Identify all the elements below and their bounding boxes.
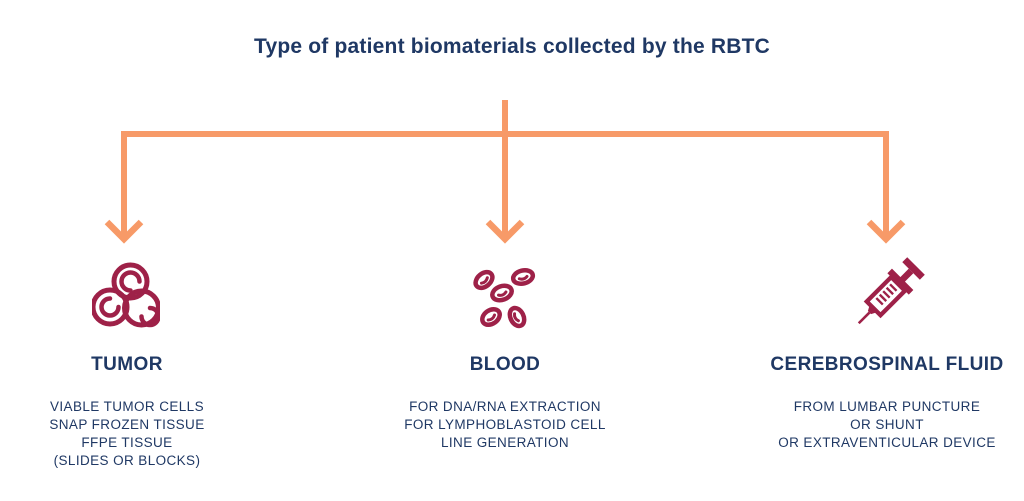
description-line: OR SHUNT xyxy=(850,417,924,432)
branch-blood: BLOOD FOR DNA/RNA EXTRACTION FOR LYMPHOB… xyxy=(394,354,616,452)
branch-blood-heading: BLOOD xyxy=(469,354,541,375)
branch-csf-heading: CEREBROSPINAL FLUID xyxy=(770,354,1004,375)
description-line: VIABLE TUMOR CELLS xyxy=(50,399,204,414)
branch-csf-description: FROM LUMBAR PUNCTURE OR SHUNT OR EXTRAVE… xyxy=(755,398,1019,452)
description-line: FFPE TISSUE xyxy=(81,435,173,450)
left-arrowhead-icon xyxy=(104,219,144,244)
syringe-icon xyxy=(857,257,925,325)
description-line: OR EXTRAVENTICULAR DEVICE xyxy=(778,435,996,450)
diagram-title: Type of patient biomaterials collected b… xyxy=(253,35,771,58)
description-line: SNAP FROZEN TISSUE xyxy=(49,417,205,432)
tumor-cells-icon xyxy=(92,262,160,328)
branch-tumor-heading: TUMOR xyxy=(91,354,163,375)
description-line: FOR DNA/RNA EXTRACTION xyxy=(409,399,601,414)
branch-blood-description: FOR DNA/RNA EXTRACTION FOR LYMPHOBLASTOI… xyxy=(394,398,616,452)
branch-cerebrospinal-fluid: CEREBROSPINAL FLUID FROM LUMBAR PUNCTURE… xyxy=(755,354,1019,452)
right-arrowhead-icon xyxy=(866,219,906,244)
description-line: (SLIDES OR BLOCKS) xyxy=(53,453,201,468)
blood-cells-icon xyxy=(473,267,536,329)
center-arrowhead-icon xyxy=(485,219,525,244)
description-line: FROM LUMBAR PUNCTURE xyxy=(793,399,981,414)
branch-tumor-description: VIABLE TUMOR CELLS SNAP FROZEN TISSUE FF… xyxy=(17,398,237,470)
description-line: LINE GENERATION xyxy=(440,435,570,450)
branch-tumor: TUMOR VIABLE TUMOR CELLS SNAP FROZEN TIS… xyxy=(17,354,237,470)
description-line: FOR LYMPHOBLASTOID CELL xyxy=(404,417,606,432)
